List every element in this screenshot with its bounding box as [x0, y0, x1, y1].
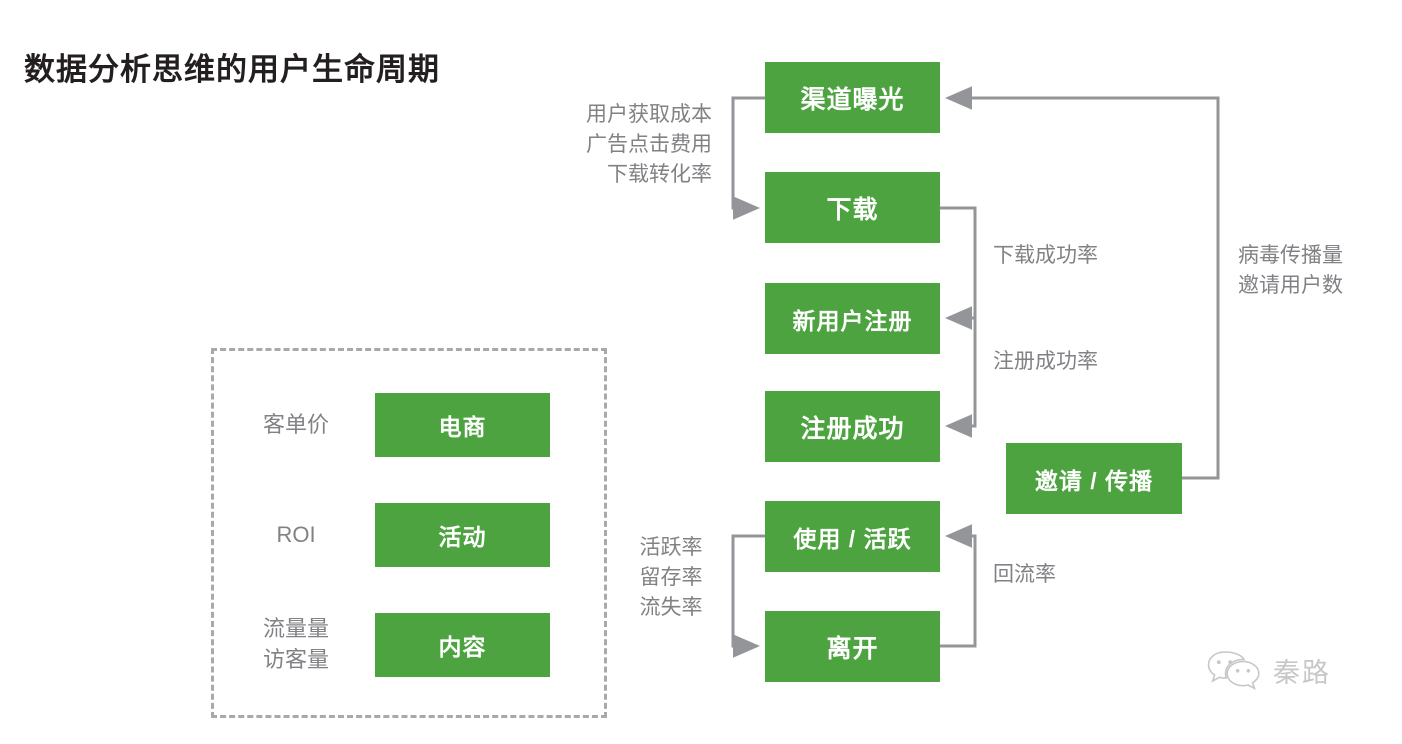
wechat-icon — [1207, 651, 1260, 691]
node-download[interactable]: 下载 — [765, 172, 940, 243]
wire-download-to-register-success — [945, 208, 977, 438]
wire-invite-to-exposure — [945, 86, 1220, 480]
wire-leave-to-active — [940, 524, 977, 648]
node-leave[interactable]: 离开 — [765, 611, 940, 682]
panel-metric-2: 流量量 访客量 — [262, 616, 329, 672]
panel-node-ecommerce[interactable]: 电商 — [375, 393, 550, 457]
wire-active-to-leave — [731, 534, 765, 658]
annotation-return-rate: 回流率 — [993, 563, 1056, 586]
node-register-success[interactable]: 注册成功 — [765, 391, 940, 462]
node-use-active[interactable]: 使用 / 活跃 — [765, 501, 940, 572]
business-panel — [211, 348, 607, 718]
annotation-activity-metrics: 活跃率 留存率 流失率 — [639, 536, 703, 619]
annotation-viral-metrics: 病毒传播量 邀请用户数 — [1238, 244, 1343, 297]
panel-metric-0: 客单价 — [262, 412, 329, 437]
node-channel-exposure[interactable]: 渠道曝光 — [765, 62, 940, 133]
annotation-acquisition-metrics: 用户获取成本 广告点击费用 下载转化率 — [586, 103, 712, 186]
panel-node-campaign[interactable]: 活动 — [375, 503, 550, 567]
wire-exposure-to-download — [731, 96, 765, 220]
annotation-register-success-rate: 注册成功率 — [993, 350, 1098, 373]
annotation-download-success-rate: 下载成功率 — [993, 244, 1098, 267]
watermark: 秦路 — [1205, 648, 1331, 692]
node-invite-share[interactable]: 邀请 / 传播 — [1006, 443, 1182, 514]
watermark-text: 秦路 — [1273, 657, 1331, 688]
page-title: 数据分析思维的用户生命周期 — [24, 52, 440, 87]
node-new-user-register[interactable]: 新用户注册 — [765, 283, 940, 354]
panel-node-content[interactable]: 内容 — [375, 613, 550, 677]
wire-download-to-register — [940, 206, 977, 330]
panel-metric-1: ROI — [276, 522, 316, 547]
